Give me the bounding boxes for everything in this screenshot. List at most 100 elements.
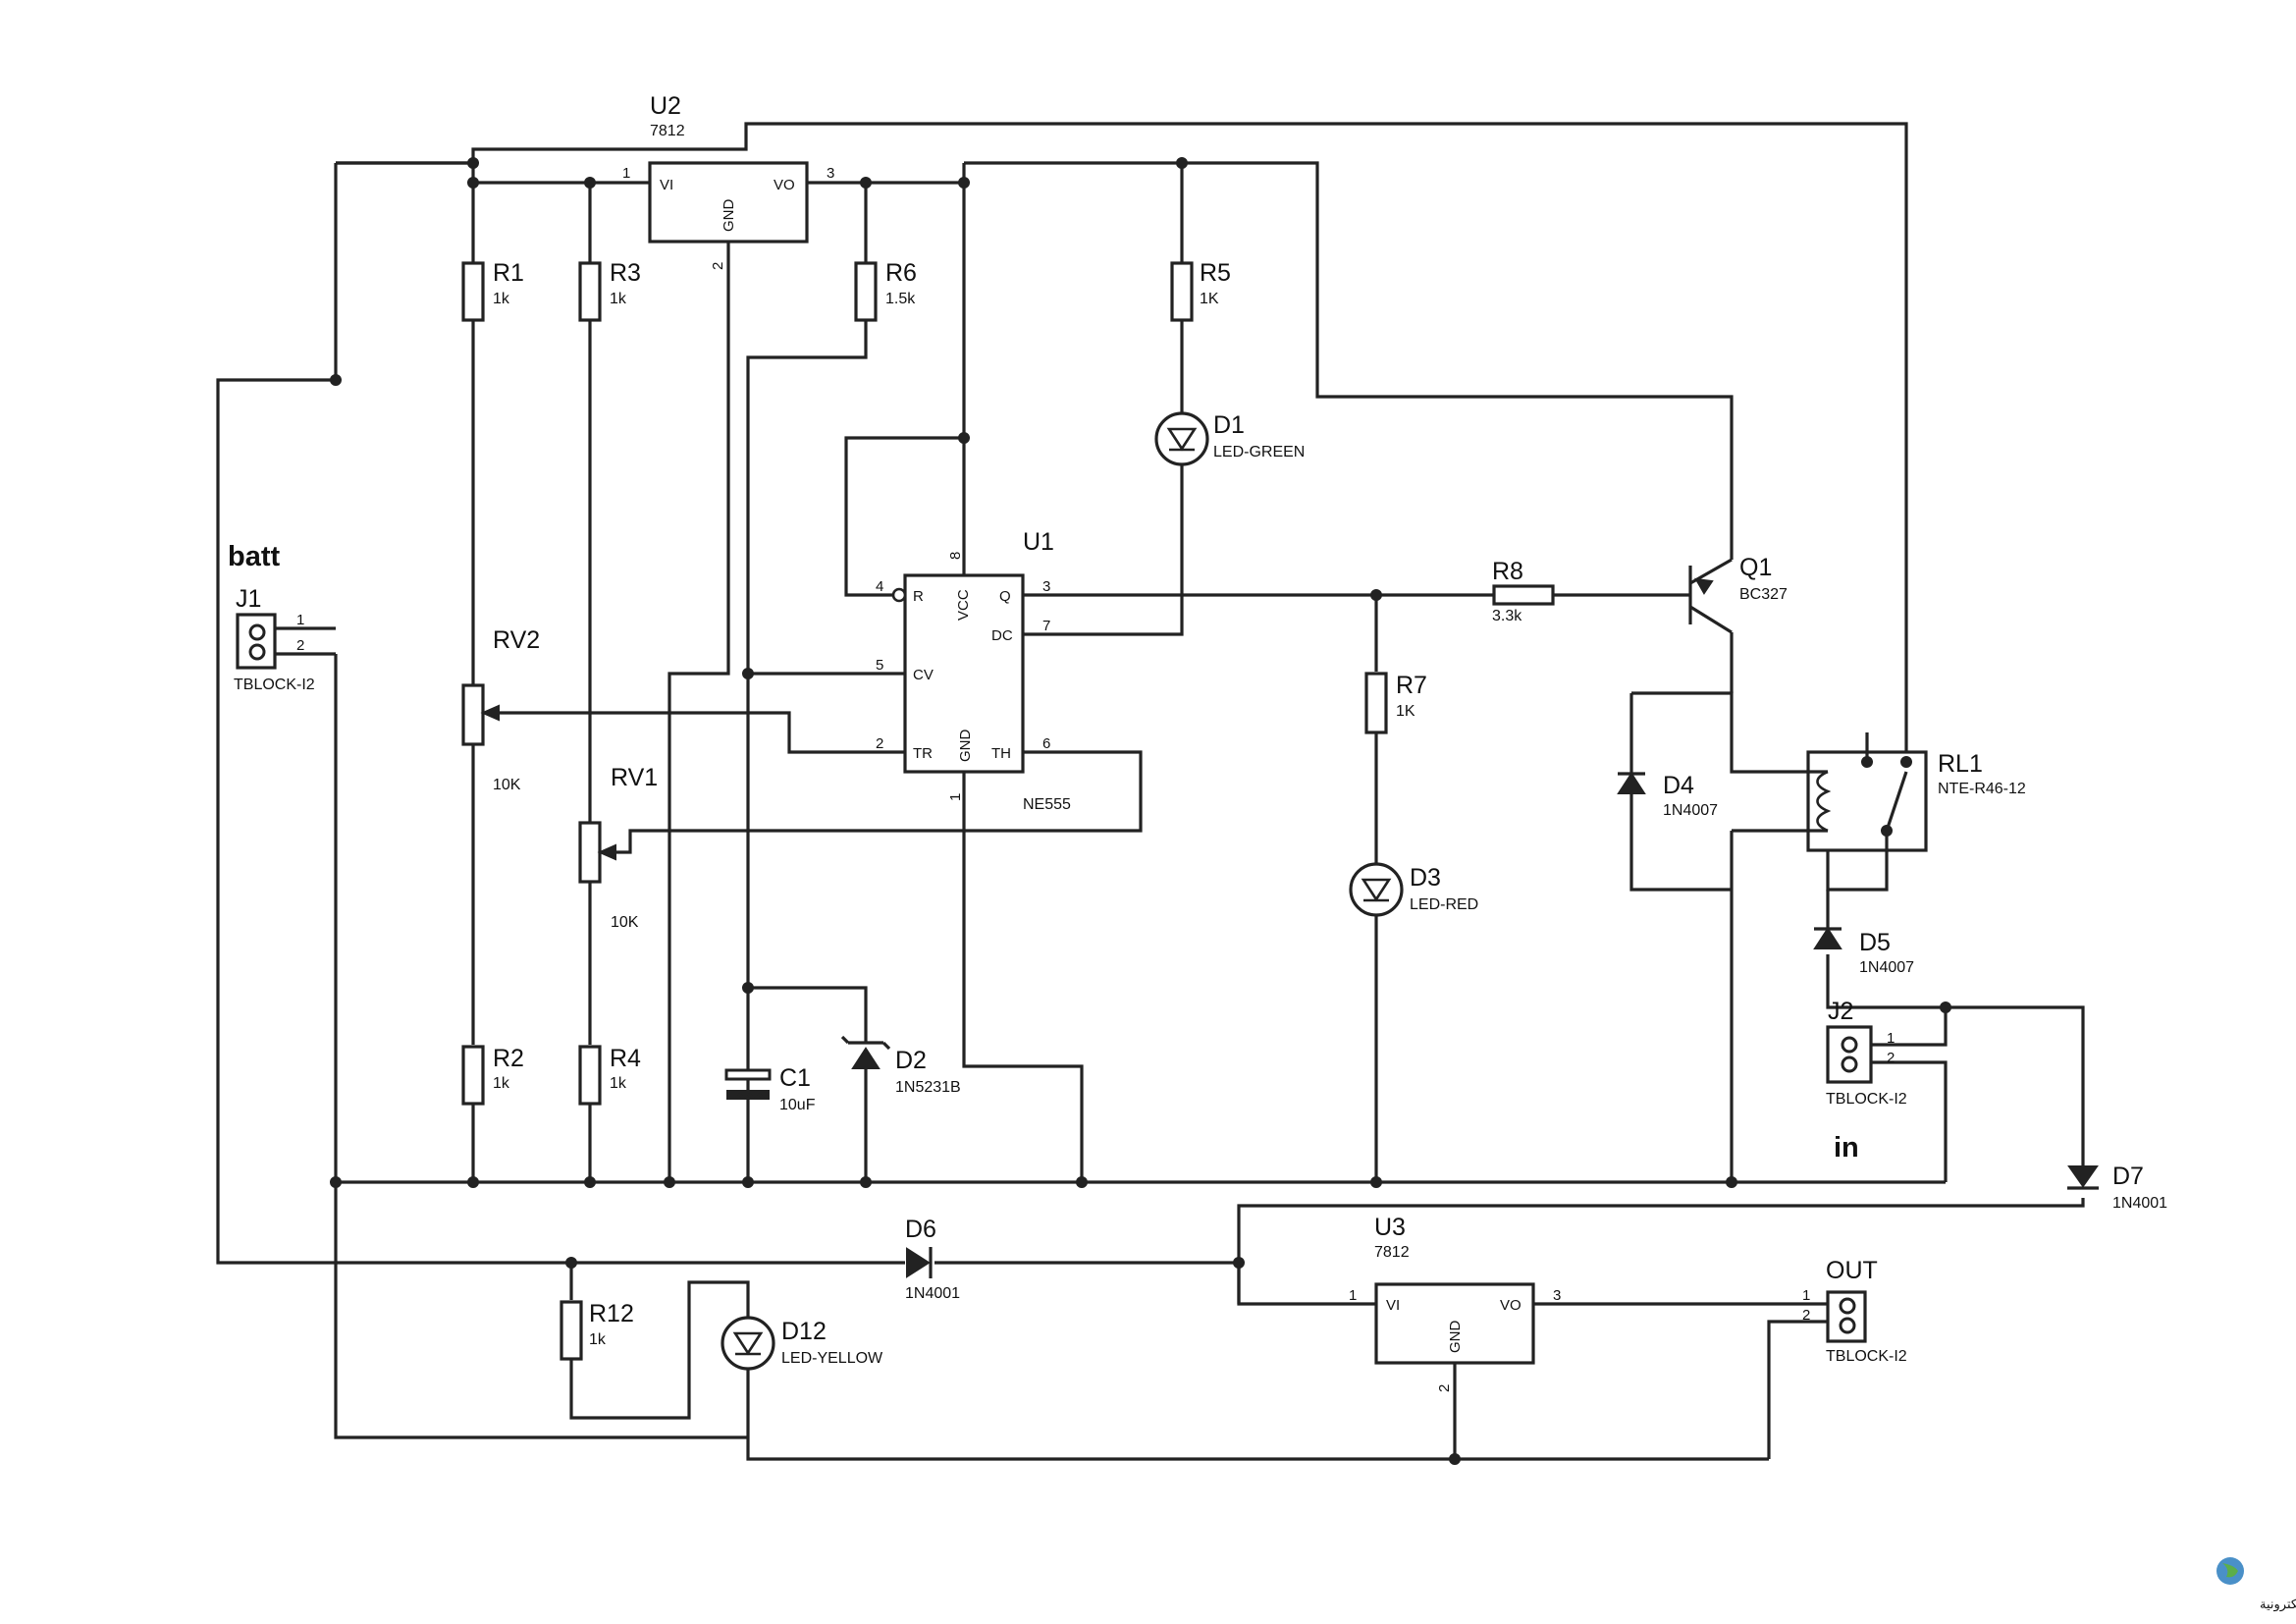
in-label: in xyxy=(1834,1132,1859,1164)
u2-pin-gnd: GND xyxy=(721,199,737,233)
u1-pin-gnd: GND xyxy=(957,730,974,763)
rv1-value: 10K xyxy=(611,914,639,931)
d6-ref: D6 xyxy=(905,1216,936,1243)
resistor-r12: R12 1k xyxy=(560,1300,634,1361)
d12-value: LED-YELLOW xyxy=(781,1350,883,1367)
wire-d2-top xyxy=(748,986,868,1043)
resistor-r6: R6 1.5k xyxy=(854,259,917,322)
wire-j2-pin2 xyxy=(1871,1060,1948,1182)
d1-value: LED-GREEN xyxy=(1213,444,1305,460)
transistor-q1: Q1 BC327 xyxy=(1688,554,1788,634)
u3-ref: U3 xyxy=(1374,1214,1406,1241)
u1-pin-q: Q xyxy=(999,588,1011,605)
wire-u2-gnd xyxy=(667,242,730,1182)
u3-pin-vi: VI xyxy=(1386,1297,1400,1314)
wire-d4-top xyxy=(1631,691,1808,774)
d3-value: LED-RED xyxy=(1410,896,1478,913)
u1-ref: U1 xyxy=(1023,528,1054,556)
resistor-r4: R4 1k xyxy=(578,1045,641,1106)
r8-value: 3.3k xyxy=(1492,608,1522,624)
u1-pin5-num: 5 xyxy=(876,657,883,674)
wire-u3-in xyxy=(1237,1263,1376,1306)
terminal-out: OUT TBLOCK-I2 1 2 xyxy=(1802,1257,1907,1365)
resistor-r2: R2 1k xyxy=(461,1045,524,1106)
u3-pin1-num: 1 xyxy=(1349,1287,1357,1304)
u2-value: 7812 xyxy=(650,123,685,139)
u2-pin-vi: VI xyxy=(660,177,673,193)
batt-label: batt xyxy=(228,541,281,572)
out-value: TBLOCK-I2 xyxy=(1826,1348,1907,1365)
u2-pin1-num: 1 xyxy=(622,165,630,182)
rv1-ref: RV1 xyxy=(611,764,658,791)
j2-pin2-num: 2 xyxy=(1887,1050,1895,1066)
q1-ref: Q1 xyxy=(1739,554,1772,581)
out-pin2-num: 2 xyxy=(1802,1307,1810,1324)
u3-pin2-num: 2 xyxy=(1436,1384,1453,1392)
j2-ref: J2 xyxy=(1828,998,1853,1025)
wire-d5-j2 xyxy=(1826,954,1946,1009)
u1-pin-dc: DC xyxy=(991,627,1013,644)
globe-logo-icon xyxy=(2216,1557,2244,1585)
r1-value: 1k xyxy=(493,291,510,307)
r3-value: 1k xyxy=(610,291,627,307)
d7-value: 1N4001 xyxy=(2112,1195,2167,1212)
wires xyxy=(216,122,2085,1461)
j1-value: TBLOCK-I2 xyxy=(234,677,315,693)
u2-pin3-num: 3 xyxy=(827,165,834,182)
r5-ref: R5 xyxy=(1200,259,1231,287)
d6-value: 1N4001 xyxy=(905,1285,960,1302)
diode-d6: D6 1N4001 xyxy=(905,1216,960,1302)
timer-u1: U1 NE555 R VCC Q DC CV TR GND TH 4 5 2 3… xyxy=(876,528,1071,813)
r1-ref: R1 xyxy=(493,259,524,287)
u1-pin-th: TH xyxy=(991,745,1011,762)
wire-r12-d12 xyxy=(569,1280,750,1420)
wire-j2-pin1 xyxy=(1871,1007,1948,1047)
capacitor-c1: C1 10uF xyxy=(724,1064,816,1113)
d3-ref: D3 xyxy=(1410,864,1441,892)
d7-ref: D7 xyxy=(2112,1163,2144,1190)
diode-d7: D7 1N4001 xyxy=(2067,1163,2167,1212)
r2-value: 1k xyxy=(493,1075,510,1092)
u2-ref: U2 xyxy=(650,92,681,120)
j1-pin1-num: 1 xyxy=(296,612,304,628)
u1-pin7-num: 7 xyxy=(1042,618,1050,634)
watermark: القرية الالكترونية xyxy=(2216,1557,2296,1612)
u1-pin6-num: 6 xyxy=(1042,735,1050,752)
terminal-j1: batt J1 TBLOCK-I2 1 2 xyxy=(228,541,315,693)
r5-value: 1K xyxy=(1200,291,1219,307)
potentiometer-rv1: RV1 10K xyxy=(578,764,658,931)
out-pin1-num: 1 xyxy=(1802,1287,1810,1304)
led-d1: D1 LED-GREEN xyxy=(1154,411,1305,466)
u3-pin-vo: VO xyxy=(1500,1297,1522,1314)
u1-pin3-num: 3 xyxy=(1042,578,1050,595)
r12-value: 1k xyxy=(589,1331,607,1348)
wire-d12-gnd xyxy=(746,1369,1769,1461)
r8-ref: R8 xyxy=(1492,558,1523,585)
u1-value: NE555 xyxy=(1023,796,1071,813)
rv2-ref: RV2 xyxy=(493,626,540,654)
u3-value: 7812 xyxy=(1374,1244,1410,1261)
zener-d2: D2 1N5231B xyxy=(840,1035,961,1182)
u1-pin-cv: CV xyxy=(913,667,934,683)
led-d12: D12 LED-YELLOW xyxy=(721,1316,883,1371)
wire-dc-d1 xyxy=(1023,465,1184,636)
terminal-j2: J2 TBLOCK-I2 1 2 in xyxy=(1826,998,1907,1164)
j1-ref: J1 xyxy=(236,585,261,613)
r7-ref: R7 xyxy=(1396,672,1427,699)
diode-d4: D4 1N4007 xyxy=(1617,772,1718,819)
u1-pin8-num: 8 xyxy=(947,552,964,560)
wire-r6-cv-node xyxy=(746,320,868,1182)
potentiometer-rv2: RV2 10K xyxy=(461,626,540,793)
j2-pin1-num: 1 xyxy=(1887,1030,1895,1047)
j1-pin2-num: 2 xyxy=(296,637,304,654)
relay-rl1: RL1 NTE-R46-12 xyxy=(1806,732,2026,852)
u1-pin-tr: TR xyxy=(913,745,933,762)
d4-ref: D4 xyxy=(1663,772,1694,799)
watermark-text: القرية الالكترونية xyxy=(2260,1597,2296,1612)
resistor-r1: R1 1k xyxy=(461,259,524,322)
r7-value: 1K xyxy=(1396,703,1415,720)
wire-rv2-wiper-tr xyxy=(489,711,905,754)
r12-ref: R12 xyxy=(589,1300,634,1327)
wire-batt-to-d6 xyxy=(216,378,571,1265)
